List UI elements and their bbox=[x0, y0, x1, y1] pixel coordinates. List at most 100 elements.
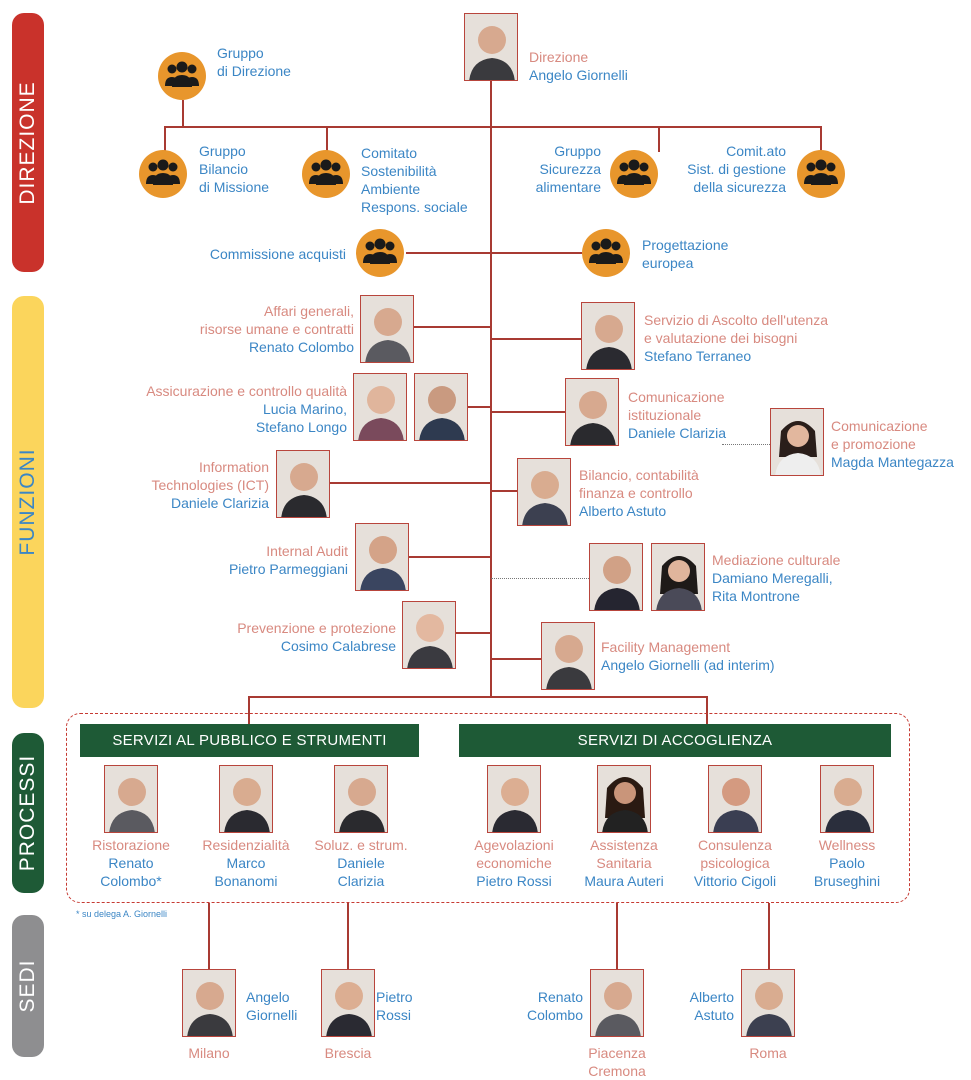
photo-person bbox=[589, 543, 643, 611]
photo-person bbox=[590, 969, 644, 1037]
header-servizi-pubblico: SERVIZI AL PUBBLICO E STRUMENTI bbox=[80, 724, 419, 757]
comitato-label: Comitato Sostenibilità Ambiente Respons.… bbox=[361, 145, 468, 215]
connector-line bbox=[491, 658, 541, 660]
section-label-direzione: DIREZIONE bbox=[16, 80, 39, 205]
connector-line bbox=[330, 482, 491, 484]
gruppo-direzione-label: Gruppo di Direzione bbox=[217, 45, 291, 79]
audit-block: Internal Audit Pietro Parmeggiani bbox=[180, 542, 348, 578]
group-icon bbox=[302, 150, 350, 198]
comitato-gestione-label: Comit.ato Sist. di gestione della sicure… bbox=[687, 143, 786, 195]
role-label: Direzione bbox=[529, 49, 589, 65]
photo-person bbox=[597, 765, 651, 833]
photo-person bbox=[355, 523, 409, 591]
photo-person bbox=[104, 765, 158, 833]
connector-line bbox=[409, 556, 491, 558]
connector-line bbox=[406, 252, 582, 254]
assicurazione-block: Assicurazione e controllo qualità Lucia … bbox=[146, 383, 347, 435]
photo-person bbox=[541, 622, 595, 690]
person-name: Angelo Giornelli bbox=[529, 67, 628, 83]
section-label-funzioni: FUNZIONI bbox=[16, 448, 39, 556]
processi-unit: Assistenza Sanitaria Maura Auteri bbox=[584, 837, 664, 889]
person-name: Renato Colombo bbox=[248, 339, 354, 355]
connector-line bbox=[347, 903, 349, 969]
progettazione-label: Progettazione europea bbox=[642, 237, 729, 271]
section-band-funzioni: FUNZIONI bbox=[12, 296, 44, 708]
processi-unit: Soluz. e strum. Daniele Clarizia bbox=[314, 837, 408, 889]
connector-line bbox=[658, 126, 660, 152]
connector-line bbox=[768, 903, 770, 969]
footnote: * su delega A. Giornelli bbox=[76, 909, 168, 919]
connector-line bbox=[456, 632, 491, 634]
sede-place: Milano bbox=[188, 1045, 230, 1061]
connector-line bbox=[706, 696, 708, 724]
sede-place: Brescia bbox=[324, 1045, 372, 1061]
connector-line bbox=[491, 411, 565, 413]
connector-line bbox=[616, 903, 618, 969]
person-name: Daniele Clarizia bbox=[628, 425, 727, 441]
connector-line bbox=[491, 338, 581, 340]
photo-person bbox=[402, 601, 456, 669]
mediazione-block: Mediazione culturale Damiano Meregalli, … bbox=[712, 552, 841, 604]
photo-person bbox=[517, 458, 571, 526]
comunicazione-ist-block: Comunicazione istituzionale Daniele Clar… bbox=[628, 389, 727, 441]
sede-person-name: Alberto Astuto bbox=[689, 989, 734, 1023]
connector-line bbox=[490, 80, 492, 698]
bilancio-block: Bilancio, contabilità finanza e controll… bbox=[579, 467, 699, 519]
group-icon bbox=[582, 229, 630, 277]
connector-line bbox=[413, 326, 491, 328]
person-name: Cosimo Calabrese bbox=[280, 638, 396, 654]
group-icon bbox=[797, 150, 845, 198]
photo-person bbox=[219, 765, 273, 833]
connector-line bbox=[820, 126, 822, 152]
photo-direzione bbox=[464, 13, 518, 81]
sede-person-name: Pietro Rossi bbox=[376, 989, 413, 1023]
person-name: Pietro Parmeggiani bbox=[228, 561, 348, 577]
person-name: Alberto Astuto bbox=[579, 503, 667, 519]
connector-line bbox=[491, 490, 517, 492]
processi-unit: Residenzialità Marco Bonanomi bbox=[202, 837, 290, 889]
connector-line bbox=[208, 903, 210, 969]
ascolto-block: Servizio di Ascolto dell'utenza e valuta… bbox=[644, 312, 828, 364]
gruppo-sicurezza-label: Gruppo Sicurezza alimentare bbox=[535, 143, 601, 195]
person-name: Magda Mantegazza bbox=[831, 454, 954, 470]
person-name: Angelo Giornelli (ad interim) bbox=[601, 657, 775, 673]
processi-unit: Agevolazioni economiche Pietro Rossi bbox=[474, 837, 554, 889]
connector-line bbox=[326, 126, 328, 152]
connector-line bbox=[248, 696, 706, 698]
gruppo-bilancio-label: Gruppo Bilancio di Missione bbox=[199, 143, 270, 195]
photo-person bbox=[276, 450, 330, 518]
prevenzione-block: Prevenzione e protezione Cosimo Calabres… bbox=[190, 619, 396, 655]
photo-person bbox=[708, 765, 762, 833]
connector-line bbox=[164, 126, 166, 152]
connector-line bbox=[468, 406, 491, 408]
affari-block: Affari generali, risorse umane e contrat… bbox=[190, 302, 354, 356]
it-block: Information Technologies (ICT) Daniele C… bbox=[120, 458, 270, 512]
sede-person-name: Renato Colombo bbox=[526, 989, 583, 1023]
connector-line bbox=[182, 100, 184, 128]
photo-person bbox=[182, 969, 236, 1037]
group-icon bbox=[139, 150, 187, 198]
header-servizi-accoglienza: SERVIZI DI ACCOGLIENZA bbox=[459, 724, 891, 757]
photo-person bbox=[487, 765, 541, 833]
processi-unit: Wellness Paolo Bruseghini bbox=[813, 837, 881, 889]
group-icon bbox=[356, 229, 404, 277]
photo-person bbox=[414, 373, 468, 441]
sede-place: Roma bbox=[749, 1045, 787, 1061]
photo-person bbox=[353, 373, 407, 441]
dotted-connector bbox=[722, 444, 770, 445]
group-icon bbox=[158, 52, 206, 100]
processi-unit: Ristorazione Renato Colombo* bbox=[92, 837, 170, 889]
section-band-direzione: DIREZIONE bbox=[12, 13, 44, 272]
person-name: Stefano Terraneo bbox=[644, 348, 752, 364]
connector-line bbox=[164, 126, 822, 128]
photo-person bbox=[321, 969, 375, 1037]
photo-person bbox=[565, 378, 619, 446]
comunicazione-prom-block: Comunicazione e promozione Magda Mantega… bbox=[831, 418, 954, 470]
section-band-processi: PROCESSI bbox=[12, 733, 44, 893]
section-label-processi: PROCESSI bbox=[16, 754, 39, 872]
photo-person bbox=[581, 302, 635, 370]
section-label-sedi: SEDI bbox=[16, 959, 39, 1013]
photo-person bbox=[360, 295, 414, 363]
photo-person bbox=[770, 408, 824, 476]
photo-person bbox=[820, 765, 874, 833]
